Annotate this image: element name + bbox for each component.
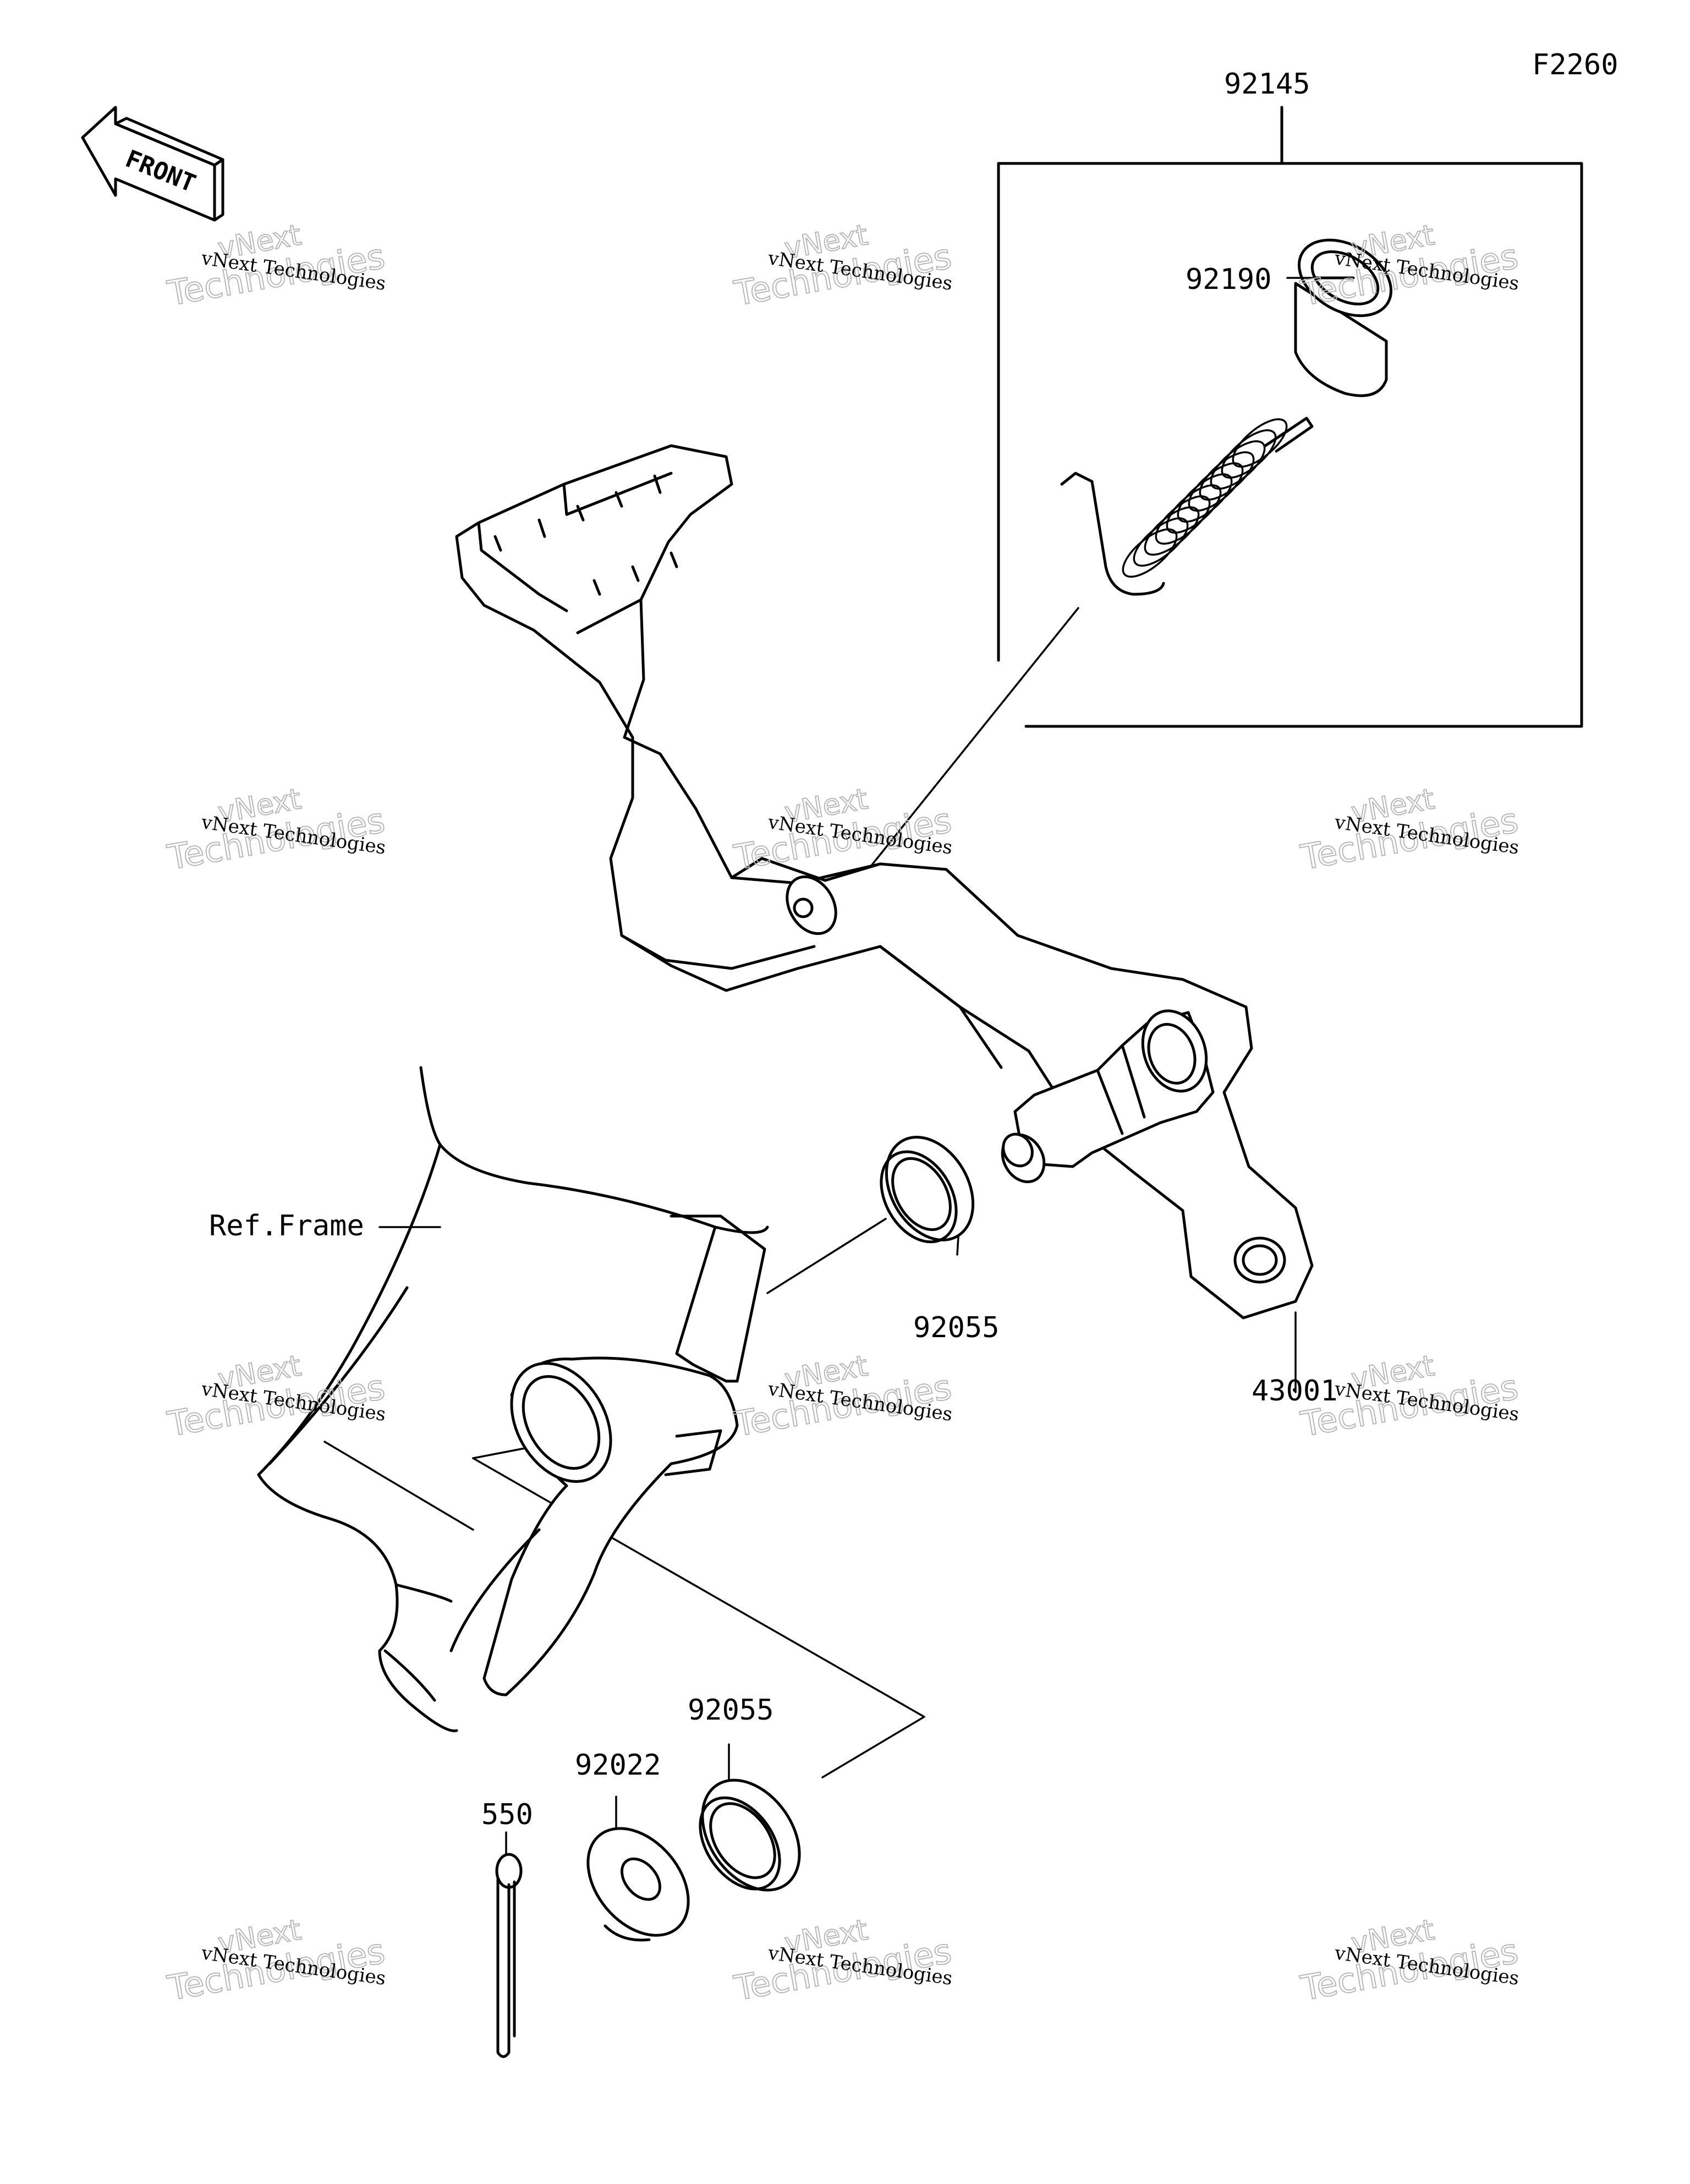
label-92022: 92022: [575, 1749, 661, 1782]
watermark-8: Technologies vNext vNext Technologies: [731, 1349, 955, 1445]
watermark-5: Technologies vNext vNext Technologies: [731, 782, 955, 878]
oil-seal-upper-part: [880, 1136, 975, 1244]
spring-part: [1060, 417, 1314, 596]
watermark-1: Technologies vNext vNext Technologies: [164, 218, 388, 314]
diagram-code: F2260: [1532, 48, 1618, 81]
watermark-4: Technologies vNext vNext Technologies: [164, 782, 388, 878]
watermark-10: Technologies vNext vNext Technologies: [164, 1913, 388, 2009]
watermark-2: Technologies vNext vNext Technologies: [731, 218, 955, 314]
label-ref-frame: Ref.Frame: [209, 1209, 364, 1242]
watermark-11: Technologies vNext vNext Technologies: [731, 1913, 955, 2009]
label-92055-lower: 92055: [688, 1694, 774, 1727]
label-92190: 92190: [1186, 263, 1272, 296]
label-43001: 43001: [1252, 1375, 1338, 1408]
cotter-pin-part: [495, 1853, 523, 2058]
brake-pedal-part: [455, 444, 1314, 1320]
front-arrow-icon: FRONT: [81, 106, 224, 222]
washer-part: [586, 1827, 690, 1942]
label-92145: 92145: [1224, 68, 1310, 101]
frame-part: [257, 1066, 769, 1732]
watermark-12: Technologies vNext vNext Technologies: [1297, 1913, 1522, 2009]
watermark-6: Technologies vNext vNext Technologies: [1297, 782, 1522, 878]
oil-seal-lower-part: [699, 1778, 801, 1892]
label-550: 550: [481, 1798, 533, 1831]
label-92055-upper: 92055: [913, 1311, 1000, 1344]
collar-part: [1294, 238, 1393, 397]
spring-assembly-box: [997, 106, 1583, 728]
pivot-shaft-part: [1001, 1009, 1215, 1184]
